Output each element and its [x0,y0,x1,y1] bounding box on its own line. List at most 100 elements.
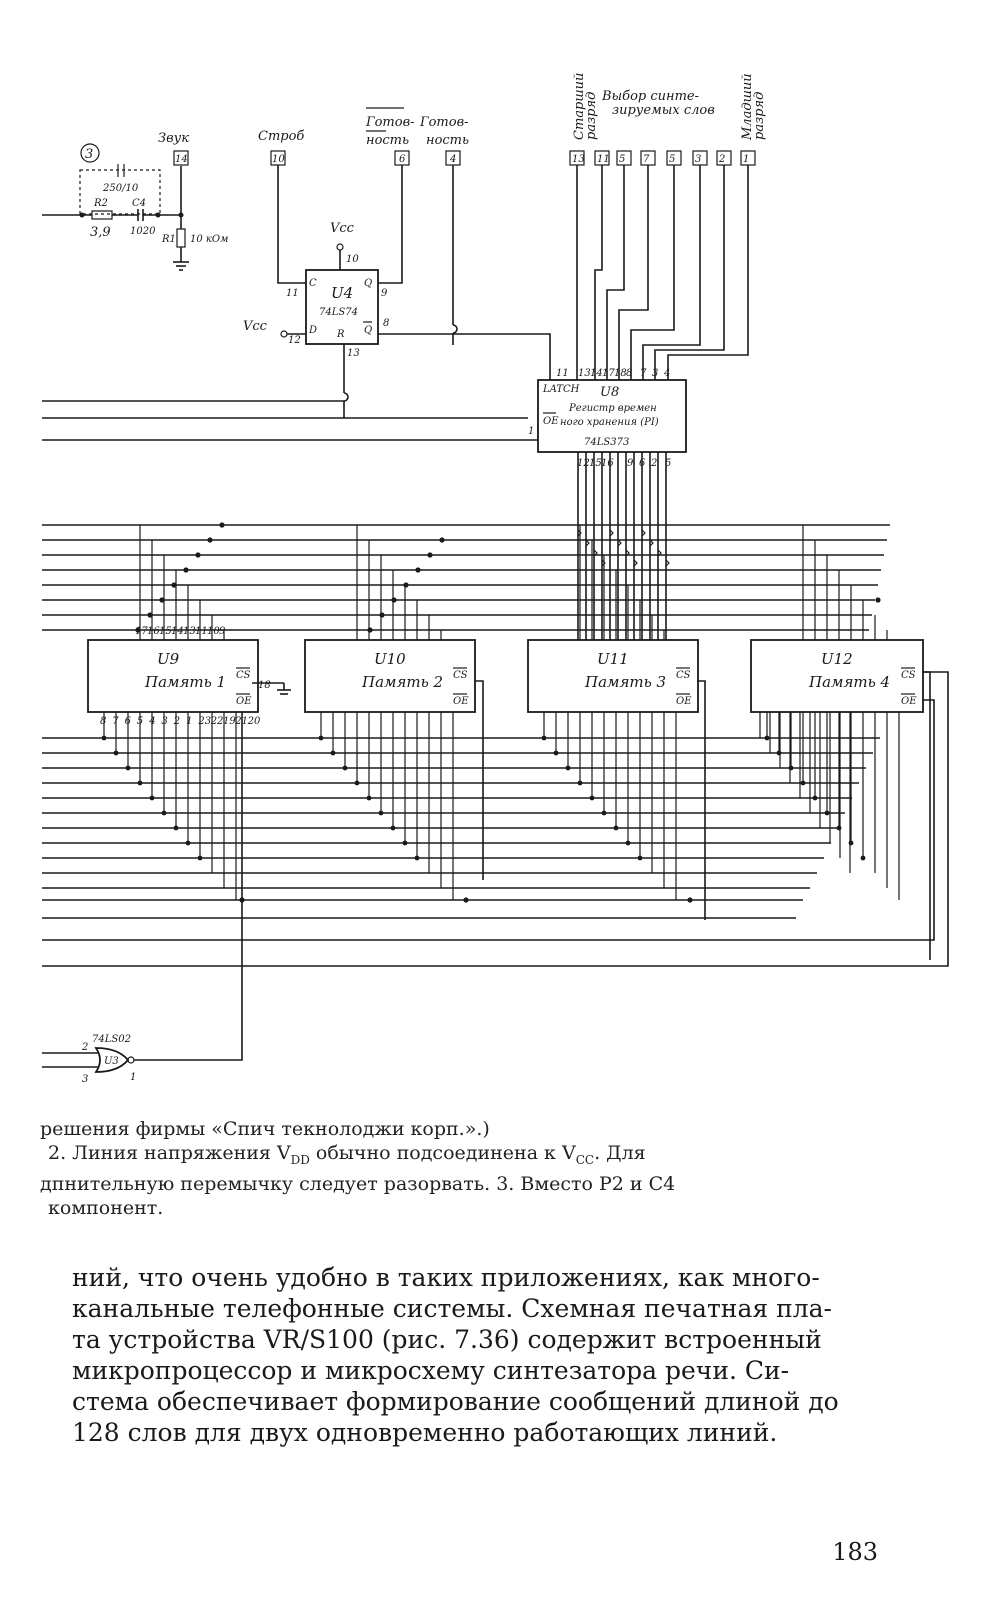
svg-text:зируемых слов: зируемых слов [612,103,715,118]
memory-oe-pin: OE [901,696,917,707]
body-line: микропроцессор и микросхему синтезатора … [72,1356,790,1385]
u4-vcc-left: Vcc [243,319,268,334]
memory-oe-pin: OE [676,696,692,707]
memory-chip-label: Память 4 [808,673,890,691]
crossover-mark [617,539,622,547]
svg-text:Q: Q [364,325,372,336]
u8-top-pin-label: 11 [556,368,569,379]
junction-dot [541,735,547,741]
junction-dot [875,597,881,603]
u8-bottom-pin-label: 5 [665,458,671,469]
crossover-mark [625,549,630,557]
junction-dot [195,552,201,558]
junction-dot [625,840,631,846]
crossover-mark [593,549,598,557]
svg-text:ность: ность [426,133,469,148]
crossover-mark [649,539,654,547]
junction-dot [173,825,179,831]
junction-dot [379,612,385,618]
memory-cs-pin: CS [901,670,916,681]
u9-bottom-pin-label: 20 [247,716,261,727]
u9-bottom-pin-label: 8 [100,716,106,727]
u4-vcc: Vcc [330,221,355,236]
junction-dot [589,795,595,801]
sound-pin-box [173,150,189,166]
r1-resistor [176,228,186,248]
junction-dot [171,582,177,588]
svg-text:12: 12 [288,335,301,346]
memory-chip [750,639,924,713]
memory-chip [527,639,699,713]
u9-top-pin-label: 11 [195,626,208,637]
crossover-mark [657,549,662,557]
memory-chip-label: Память 1 [144,673,226,691]
u4-name: U4 [331,284,353,302]
word-pin-label: 5 [619,154,625,165]
crossover-mark [641,529,646,537]
svg-text:1: 1 [528,426,534,437]
junction-dot [135,627,141,633]
junction-dot [207,537,213,543]
crossover-mark [665,559,670,567]
u8-top-pin-label: 18 [614,368,627,379]
junction-dot [463,897,469,903]
svg-text:разряд: разряд [584,92,599,140]
junction-dot [330,750,336,756]
junction-dot [147,612,153,618]
word-pin-label: 1 [743,154,749,165]
svg-text:R: R [336,329,345,340]
word-pin-label: 13 [572,154,585,165]
svg-text:3: 3 [82,1074,88,1085]
word-wire [606,165,625,380]
figure-caption: решения фирмы «Спич текнолоджи корп.».) … [40,1117,940,1220]
junction-dot [390,825,396,831]
svg-text:6: 6 [399,154,406,165]
junction-dot [197,855,203,861]
junction-dot [354,780,360,786]
junction-dot [414,855,420,861]
u8-top-pin-label: 4 [663,368,670,379]
memory-chip [304,639,476,713]
junction-dot [824,810,830,816]
u8-latch: LATCH [542,384,580,395]
svg-text:C: C [309,278,317,289]
u8-top-pin-label: 8 [626,368,632,379]
u4-part: 74LS74 [319,307,358,318]
caption-line: компонент. [48,1196,164,1219]
crossover-mark [585,539,590,547]
lsb-label: Младший [740,73,755,141]
junction-dot [318,735,324,741]
u8-bottom-pin-label: 2 [650,458,657,469]
junction-dot [137,780,143,786]
u8-part: 74LS373 [584,437,629,448]
u8-top-pin-label: 17 [602,368,615,379]
cs-wire [42,671,949,967]
ready-label: Готов- [419,115,469,130]
body-line: та устройства VR/S100 (рис. 7.36) содерж… [72,1325,822,1354]
memory-chip-label: Память 2 [361,673,443,691]
oe-wire [42,699,935,941]
junction-dot [239,897,245,903]
caption-line: 2. Линия напряжения VDD обычно подсоедин… [48,1142,646,1167]
junction-dot [161,810,167,816]
body-line: 128 слов для двух одновременно работающи… [72,1418,778,1447]
word-pin-label: 11 [597,154,610,165]
u8-bottom-pin-label: 12 [577,458,590,469]
memory-chip-name: U11 [597,650,629,668]
note-circle [80,143,100,163]
junction-dot [159,597,165,603]
r2-resistor [91,210,113,220]
junction-dot [848,840,854,846]
c4-label: C4 [132,198,146,209]
junction-dot [613,825,619,831]
strobe-label: Строб [258,129,304,144]
junction-dot [860,855,866,861]
junction-dot [776,750,782,756]
u9-top-pin-label: 16 [147,626,160,637]
word-select-label: Выбор синте- [601,89,699,104]
svg-text:U3: U3 [104,1056,119,1067]
memory-oe-pin: OE [453,696,469,707]
